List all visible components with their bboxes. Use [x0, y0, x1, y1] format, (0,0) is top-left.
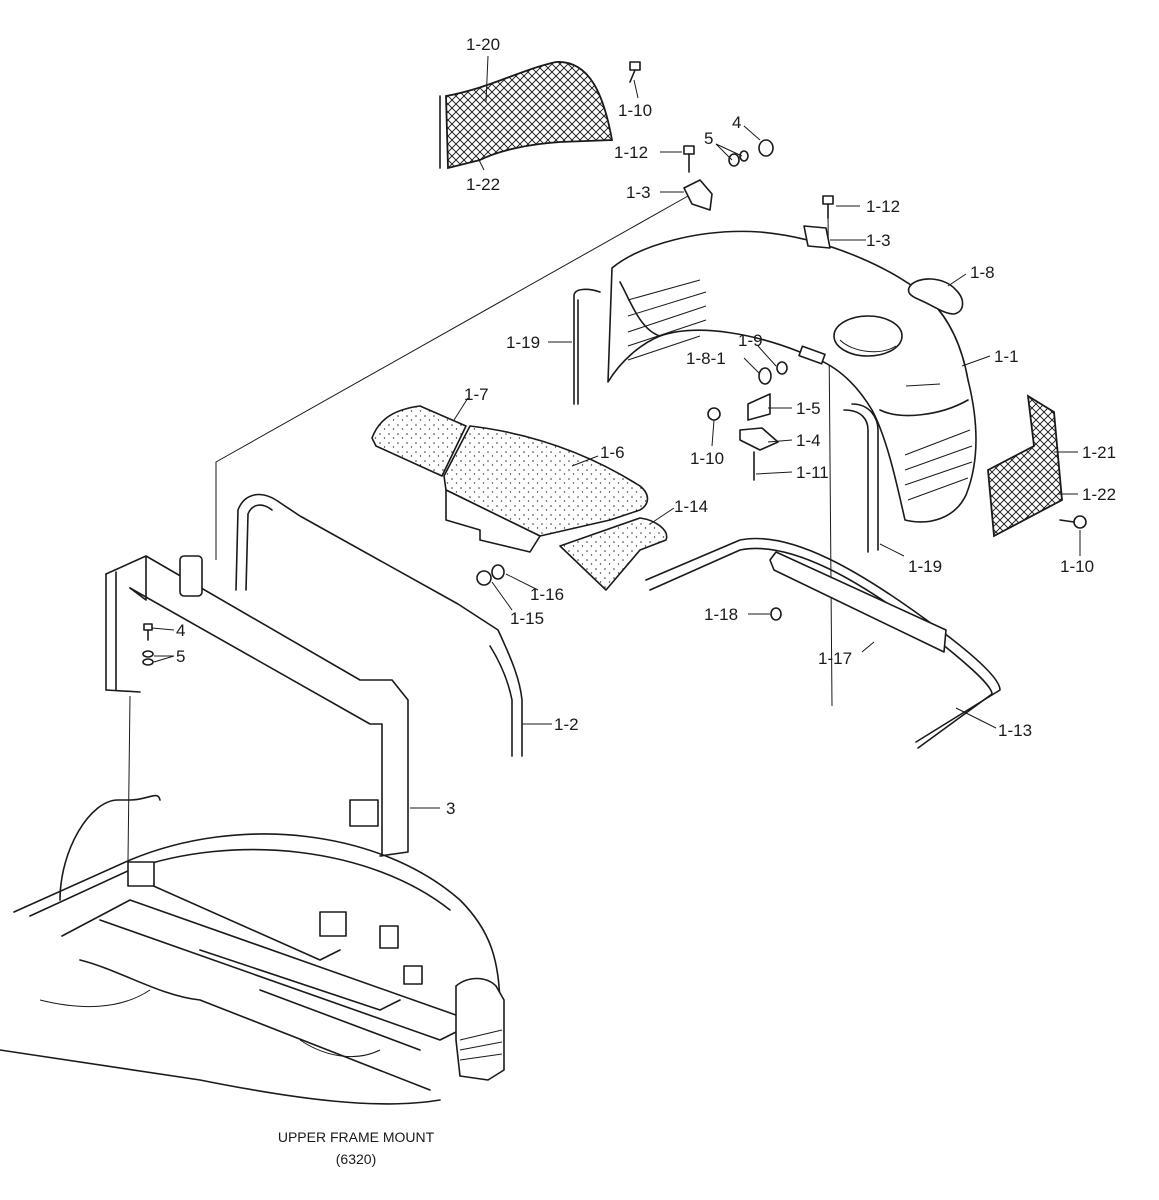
hood-handle	[907, 278, 964, 315]
label-1-11: 1-11	[796, 463, 829, 482]
label-1-10-top: 1-10	[618, 101, 652, 120]
mesh-screen-right	[987, 394, 1063, 538]
caption-title: UPPER FRAME MOUNT	[278, 1129, 435, 1145]
upper-frame-base	[0, 794, 505, 1105]
fasteners-top	[629, 61, 834, 219]
label-1-20: 1-20	[466, 35, 500, 54]
label-1-1: 1-1	[994, 347, 1019, 366]
label-1-2: 1-2	[554, 715, 579, 734]
part-labels: 1-20 1-10 1-22 1-12 5 4 1-3 1-12 1-3 1-8…	[176, 35, 1116, 818]
label-1-17: 1-17	[818, 649, 852, 668]
label-1-8: 1-8	[970, 263, 995, 282]
hinges	[683, 179, 831, 249]
fasteners-1-10	[476, 515, 1087, 586]
label-1-12-left: 1-12	[614, 143, 648, 162]
label-1-18: 1-18	[704, 605, 738, 624]
engine-hood-cover	[607, 230, 977, 523]
label-4-top: 4	[732, 113, 741, 132]
caption-code: (6320)	[336, 1151, 376, 1167]
label-1-4: 1-4	[796, 431, 821, 450]
label-1-16: 1-16	[530, 585, 564, 604]
label-1-22-top: 1-22	[466, 175, 500, 194]
label-1-22-right: 1-22	[1082, 485, 1116, 504]
label-1-15: 1-15	[510, 609, 544, 628]
caption: UPPER FRAME MOUNT (6320)	[278, 1129, 435, 1167]
label-5-top: 5	[704, 129, 713, 148]
label-1-19-left: 1-19	[506, 333, 540, 352]
label-1-7: 1-7	[464, 385, 489, 404]
arch-bracket	[235, 493, 523, 757]
label-5-frame: 5	[176, 647, 185, 666]
bushings	[758, 345, 826, 385]
label-1-13: 1-13	[998, 721, 1032, 740]
label-1-10-mid: 1-10	[690, 449, 724, 468]
seal-strips	[573, 288, 879, 553]
frame-bolts	[142, 623, 154, 666]
label-1-5: 1-5	[796, 399, 821, 418]
main-frame	[105, 555, 409, 857]
label-1-12-right: 1-12	[866, 197, 900, 216]
label-1-21: 1-21	[1082, 443, 1116, 462]
foam-panels	[371, 405, 668, 591]
label-1-9: 1-9	[738, 331, 763, 350]
bolt-1-18	[770, 607, 782, 621]
label-1-14: 1-14	[674, 497, 708, 516]
label-1-10-right: 1-10	[1060, 557, 1094, 576]
label-1-3-right: 1-3	[866, 231, 891, 250]
label-1-3-left: 1-3	[626, 183, 651, 202]
rail-bracket	[769, 551, 947, 653]
leader-lines	[151, 55, 1081, 809]
label-1-6: 1-6	[600, 443, 625, 462]
mesh-screen-upper	[439, 61, 614, 170]
label-1-19-right: 1-19	[908, 557, 942, 576]
long-seal	[645, 537, 1001, 749]
label-4-frame: 4	[176, 621, 185, 640]
label-1-8-1: 1-8-1	[686, 349, 726, 368]
label-3: 3	[446, 799, 455, 818]
latch-brackets	[707, 393, 779, 481]
